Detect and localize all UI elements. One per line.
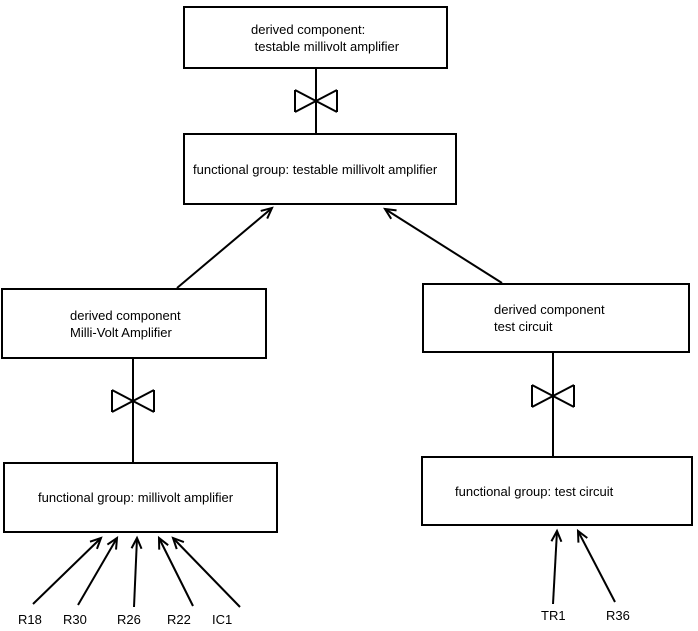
arrow-r26 <box>130 535 143 608</box>
arrow-right-derived-to-top-functional <box>383 207 503 284</box>
node-label-line: functional group: test circuit <box>455 483 614 499</box>
arrow-r18 <box>32 536 103 605</box>
arrow-tr1 <box>550 528 563 605</box>
arrow-ic1 <box>171 536 241 608</box>
node-label-line: functional group: testable millivolt amp… <box>193 161 438 177</box>
node-label-line: functional group: millivolt amplifier <box>38 490 234 505</box>
node-derived-component-milli-volt-amplifier: derived component Milli-Volt Amplifier <box>1 288 267 359</box>
node-functional-group-test-circuit: functional group: test circuit <box>421 456 693 526</box>
arrow-left-derived-to-top-functional <box>176 206 274 289</box>
node-label-line: test circuit <box>494 319 553 334</box>
component-label-r18: R18 <box>18 612 42 627</box>
node-derived-component-testable-millivolt-amplifier: derived component: testable millivolt am… <box>183 6 448 69</box>
bowtie-icon-top <box>294 89 338 113</box>
component-label-r36: R36 <box>606 608 630 623</box>
node-functional-group-testable-millivolt-amplifier: functional group: testable millivolt amp… <box>183 133 457 205</box>
node-derived-component-test-circuit: derived component test circuit <box>422 283 690 353</box>
component-label-r30: R30 <box>63 612 87 627</box>
arrow-r30 <box>77 535 119 606</box>
arrow-r36 <box>576 528 616 603</box>
node-functional-group-millivolt-amplifier: functional group: millivolt amplifier <box>3 462 278 533</box>
node-label-line: derived component: <box>251 21 366 37</box>
bowtie-icon-right <box>531 384 575 408</box>
component-label-r26: R26 <box>117 612 141 627</box>
node-label-line: derived component <box>70 307 181 323</box>
component-label-ic1: IC1 <box>212 612 233 627</box>
node-label-line: Milli-Volt Amplifier <box>70 324 172 340</box>
component-label-tr1: TR1 <box>541 608 566 623</box>
node-label-line: testable millivolt amplifier <box>251 38 400 54</box>
arrow-r22 <box>157 535 194 607</box>
bowtie-icon-left <box>111 389 155 413</box>
component-label-r22: R22 <box>167 612 191 627</box>
node-label-line: derived component <box>494 302 605 317</box>
